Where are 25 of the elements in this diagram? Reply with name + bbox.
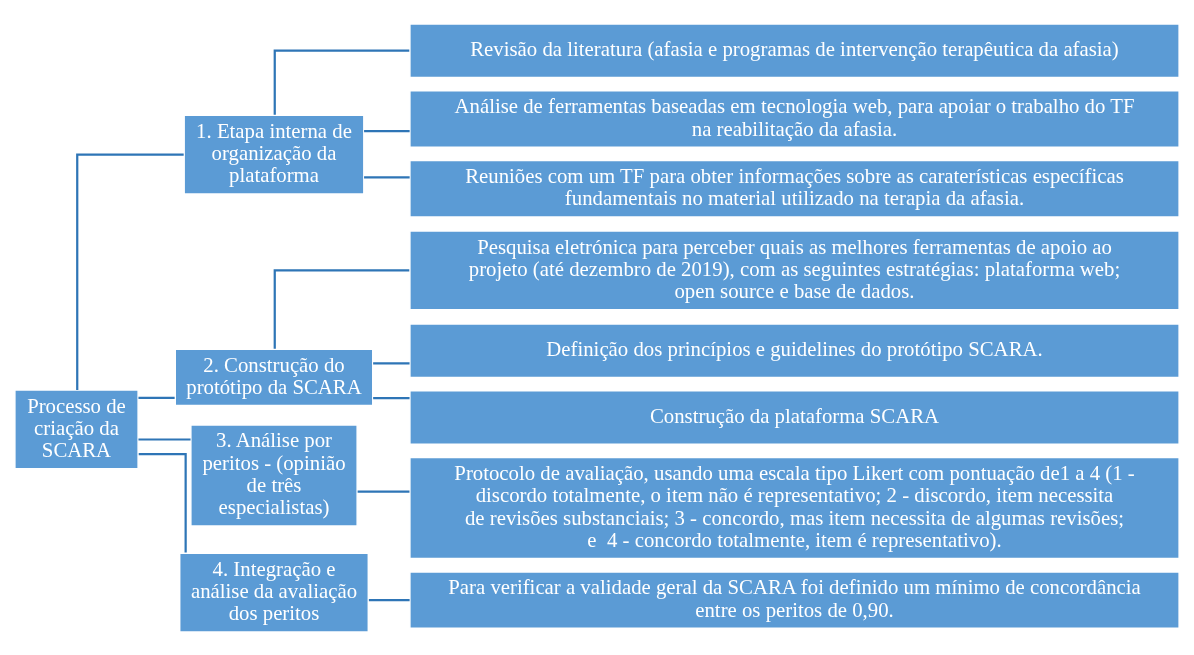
node-box: Pesquisa eletrónica para perceber quais as melhores ferramentas de apoio ao projeto (até dezembro de 2019), com as seguintes estratégias: plataforma web; open source e base de dados. [409, 229, 1180, 311]
node-box: Protocolo de avaliação, usando uma escala tipo Likert com pontuação de1 a 4 (1 - discordo totalmente, o item não é representativo; 2 - discordo, item necessita de revisões substanciais; 3 - concordo, mas item necessita de algumas revisões; e 4 - concordo totalmente, item é representativo). [409, 456, 1180, 559]
connector [364, 175, 410, 178]
node-box: 1. Etapa interna de organização da plataforma [183, 114, 365, 195]
node-box: Para verificar a validade geral da SCARA foi definido um mínimo de concordância entre os peritos de 0,90. [409, 570, 1180, 629]
connector [138, 396, 175, 399]
node-box: Revisão da literatura (afasia e programas de intervenção terapêutica da afasia) [409, 22, 1180, 78]
connector [364, 129, 410, 132]
connector [357, 490, 410, 493]
node-box: 4. Integração e análise da avaliação dos peritos [178, 552, 370, 633]
connector [138, 452, 187, 553]
connector [368, 598, 410, 601]
node-box: Construção da plataforma SCARA [409, 389, 1180, 445]
connector [138, 437, 191, 441]
connector [273, 268, 410, 349]
connector [373, 361, 410, 364]
node-box: 2. Construção do protótipo da SCARA [174, 347, 374, 406]
node-box: 3. Análise por peritos - (opinião de três especialistas) [190, 423, 358, 527]
node-box: Análise de ferramentas baseadas em tecnologia web, para apoiar o trabalho do TF na reabilitação da afasia. [409, 89, 1180, 148]
connector [76, 153, 184, 390]
node-box: Processo de criação da SCARA [14, 388, 139, 469]
node-box: Reuniões com um TF para obter informações sobre as caraterísticas específicas fundamentais no material utilizado na terapia da afasia. [409, 159, 1180, 218]
node-box: Definição dos princípios e guidelines do protótipo SCARA. [409, 322, 1180, 378]
connector [373, 396, 410, 399]
connector [273, 49, 410, 115]
